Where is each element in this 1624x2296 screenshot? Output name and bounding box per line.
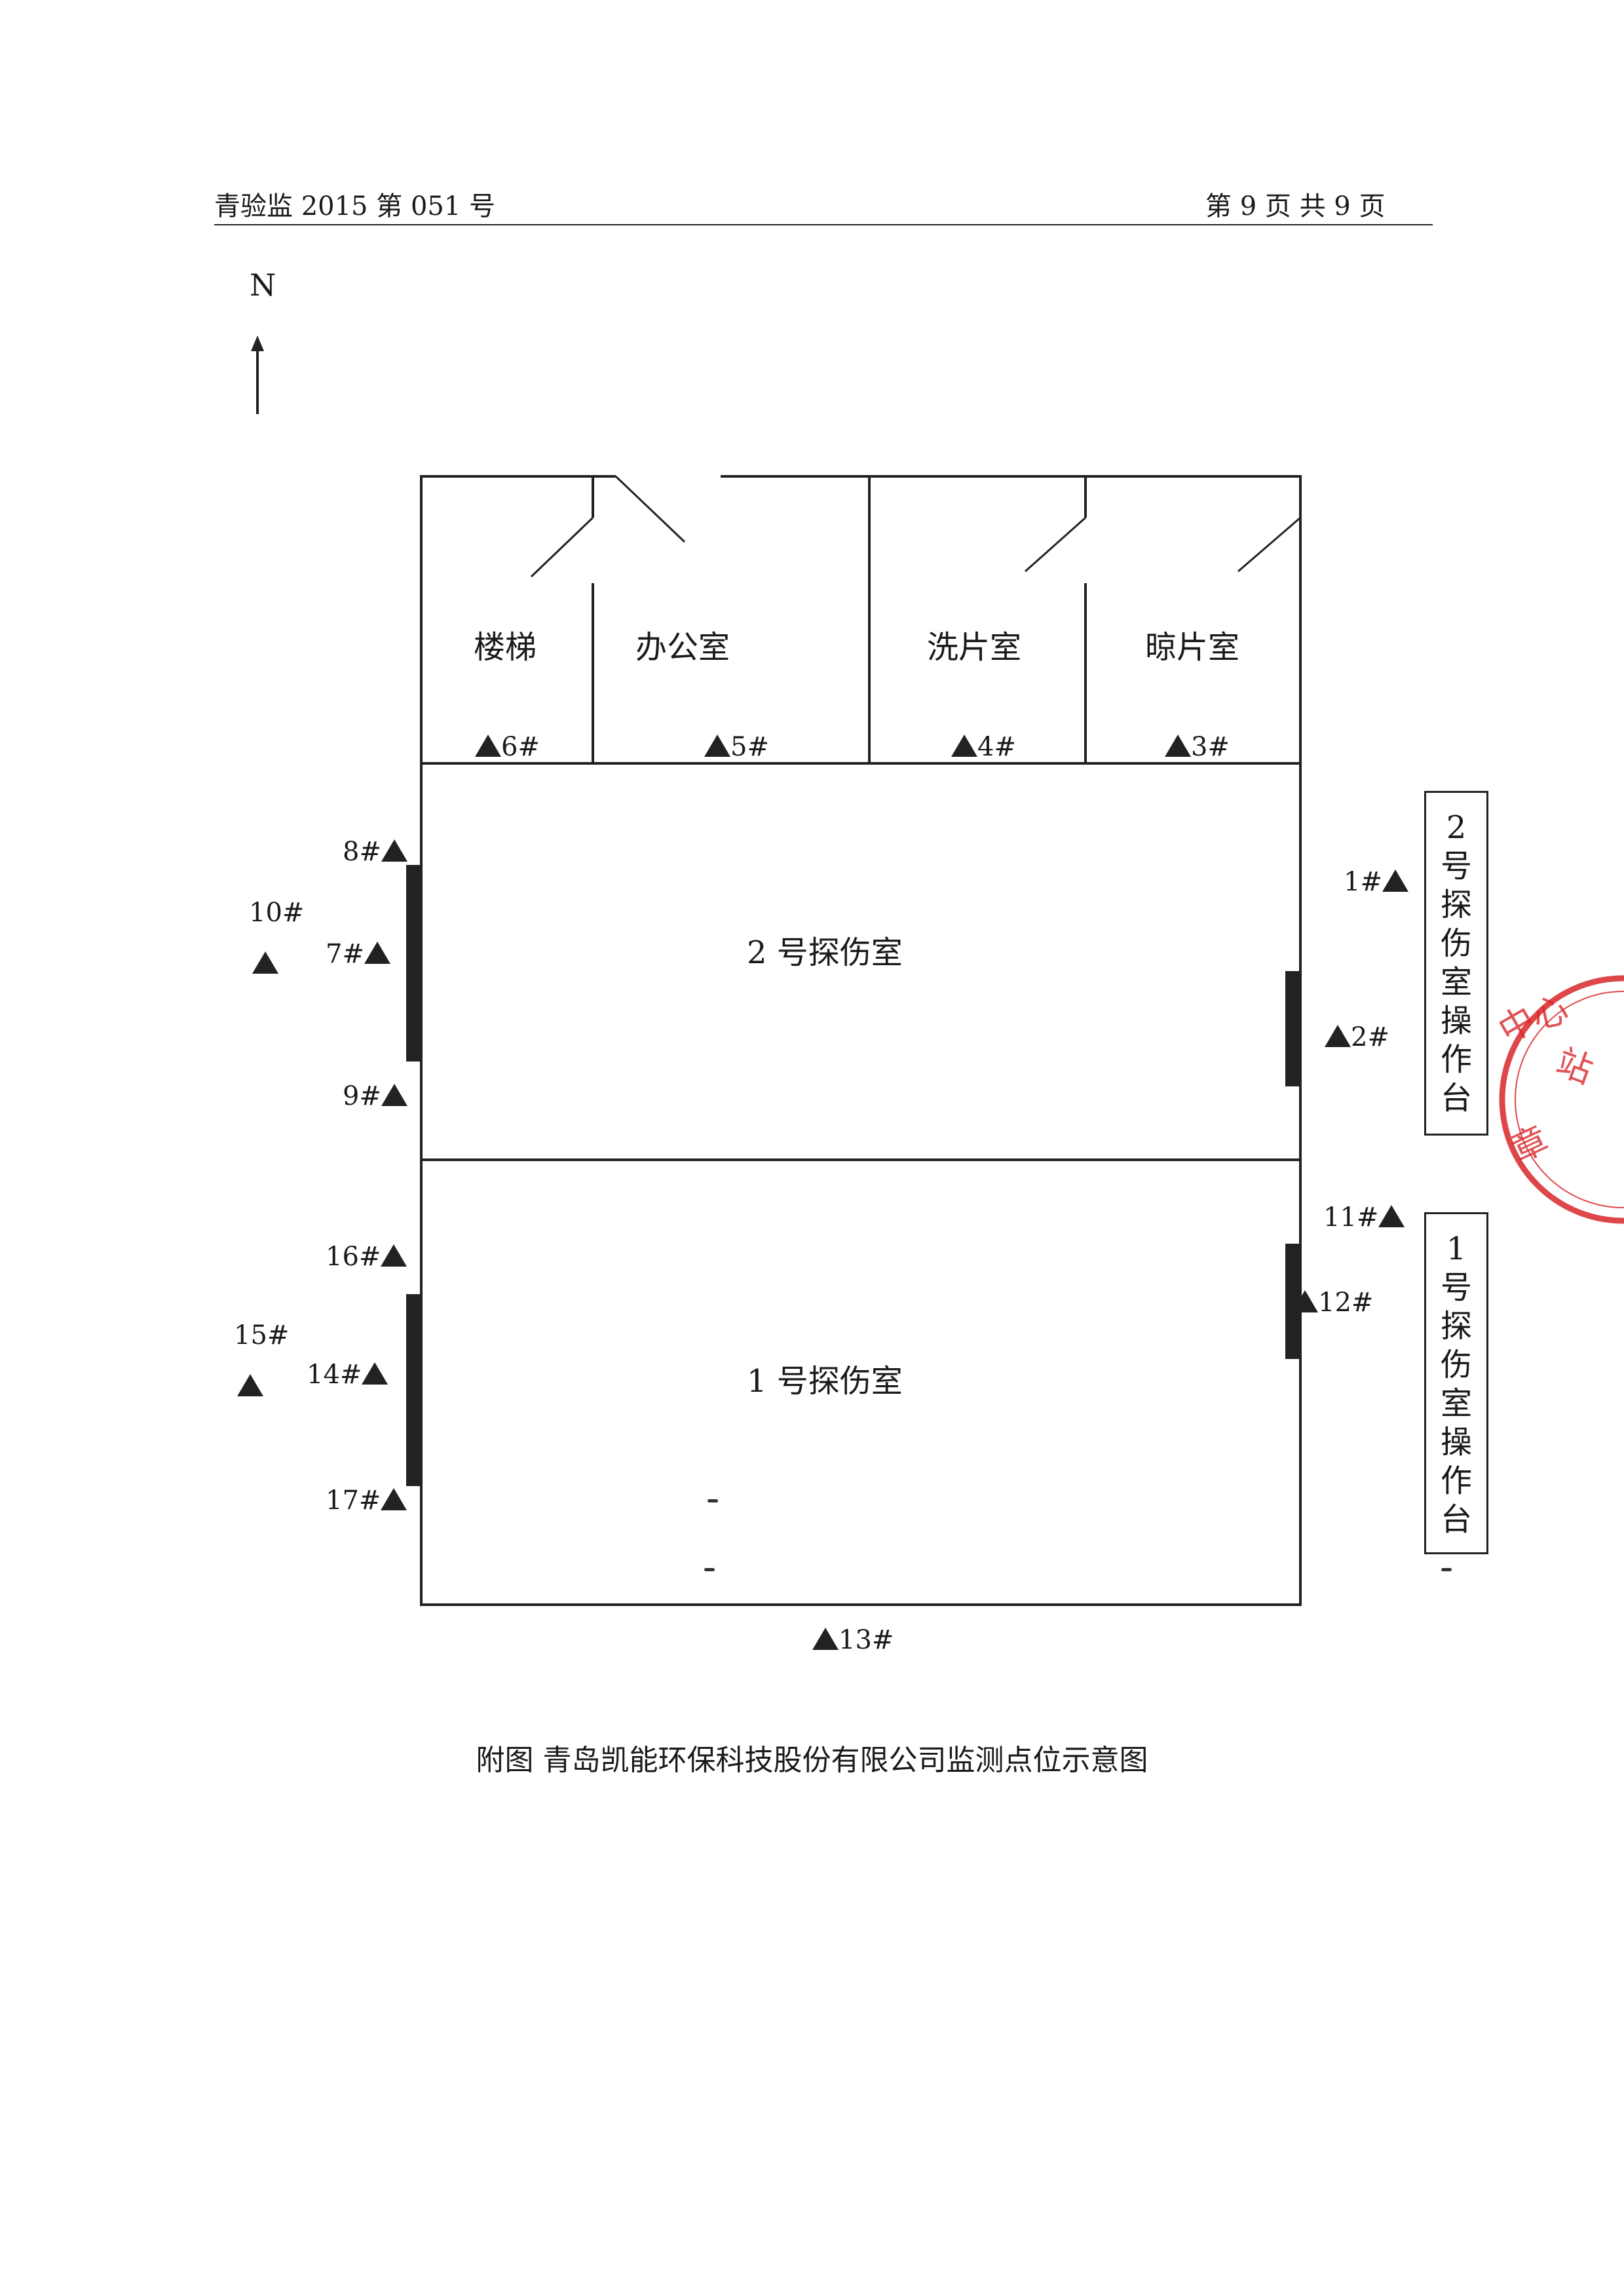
monitoring-point-2: 2# (1325, 1022, 1389, 1052)
svg-text:站: 站 (1551, 1041, 1598, 1092)
console-label-room-1: 1 号 探 伤 室 操 作 台 (1440, 1231, 1472, 1538)
scan-smudge (1441, 1568, 1452, 1571)
monitoring-point-15 (237, 1371, 263, 1402)
room-label-inspection-room-2: 2 号探伤室 (747, 934, 903, 971)
monitoring-point-13: 13# (812, 1625, 894, 1655)
figure-caption: 附图 青岛凯能环保科技股份有限公司监测点位示意图 (476, 1744, 1148, 1777)
triangle-marker-icon (1382, 870, 1408, 892)
header-rule (214, 224, 1433, 225)
triangle-marker-icon (1378, 1205, 1405, 1227)
triangle-marker-icon (381, 839, 407, 862)
triangle-marker-icon (1292, 1290, 1318, 1312)
triangle-marker-icon (1165, 735, 1191, 757)
monitoring-point-6: 6# (475, 732, 540, 762)
room-label-office: 办公室 (635, 629, 730, 666)
room-label-stairs: 楼梯 (474, 629, 537, 666)
shield-wall-bar (1285, 971, 1299, 1086)
console-box-room-2: 2 号 探 伤 室 操 作 台 (1424, 791, 1488, 1136)
door-swings (530, 475, 1301, 578)
north-arrow-icon (251, 335, 264, 414)
monitoring-point-4: 4# (951, 732, 1016, 762)
monitoring-point-16: 16# (326, 1242, 407, 1272)
north-label: N (250, 267, 276, 303)
triangle-marker-icon (237, 1374, 263, 1396)
scan-smudge (708, 1499, 718, 1502)
triangle-marker-icon (1325, 1025, 1351, 1047)
monitoring-point-12: 12# (1292, 1288, 1373, 1318)
document-number: 青验监 2015 第 051 号 (214, 191, 496, 221)
triangle-marker-icon (704, 735, 730, 757)
triangle-marker-icon (252, 951, 278, 974)
scan-smudge (704, 1568, 715, 1571)
page-info: 第 9 页 共 9 页 (1205, 191, 1386, 221)
monitoring-point-9: 9# (343, 1081, 407, 1111)
room-label-film-washing: 洗片室 (927, 629, 1022, 666)
room-label-inspection-room-1: 1 号探伤室 (747, 1363, 903, 1400)
monitoring-point-5: 5# (704, 732, 769, 762)
triangle-marker-icon (362, 1362, 388, 1385)
shield-wall-bar (406, 865, 420, 1062)
room-label-film-drying: 晾片室 (1145, 629, 1240, 666)
triangle-marker-icon (381, 1084, 407, 1106)
monitoring-point-10 (252, 949, 278, 979)
triangle-marker-icon (812, 1628, 839, 1650)
triangle-marker-icon (381, 1244, 407, 1267)
shield-wall-bar (406, 1294, 420, 1486)
monitoring-point-14: 14# (307, 1360, 388, 1390)
console-box-room-1: 1 号 探 伤 室 操 作 台 (1424, 1212, 1488, 1554)
monitoring-point-10-label: 10# (249, 898, 305, 928)
monitoring-point-8: 8# (343, 837, 407, 867)
triangle-marker-icon (951, 735, 977, 757)
triangle-marker-icon (364, 942, 390, 964)
monitoring-point-1: 1# (1344, 867, 1408, 897)
red-seal-stamp: 中 心 站 章 (1492, 975, 1624, 1224)
monitoring-point-15-label: 15# (234, 1320, 290, 1350)
svg-text:心: 心 (1529, 989, 1572, 1037)
monitoring-point-7: 7# (326, 939, 390, 969)
console-label-room-2: 2 号 探 伤 室 操 作 台 (1440, 809, 1472, 1117)
monitoring-point-17: 17# (326, 1485, 407, 1516)
triangle-marker-icon (475, 735, 501, 757)
monitoring-point-11: 11# (1323, 1202, 1405, 1233)
monitoring-point-3: 3# (1165, 732, 1230, 762)
triangle-marker-icon (381, 1488, 407, 1510)
svg-text:章: 章 (1505, 1118, 1555, 1170)
